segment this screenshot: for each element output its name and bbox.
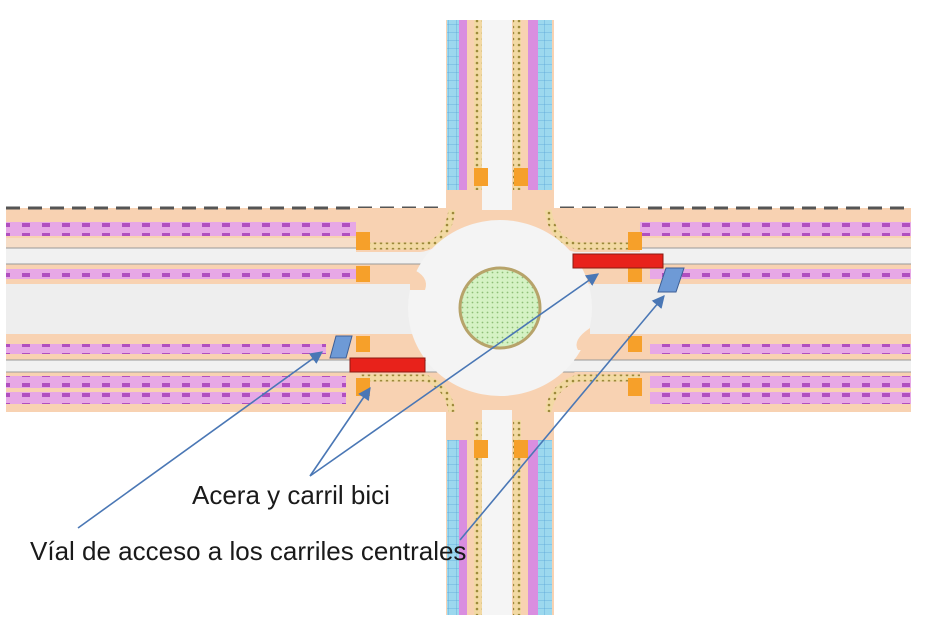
south-median-bike-west <box>6 344 326 354</box>
south-bike-lane-east-2 <box>650 392 911 404</box>
south-bike-lane-west <box>6 376 346 388</box>
red-marker-east <box>572 253 664 269</box>
north-median-bike-east <box>650 269 911 279</box>
north-arm-east-bike <box>528 20 538 190</box>
south-arm-east-bike <box>528 440 538 615</box>
south-bike-lane-west-2 <box>6 392 346 404</box>
south-median-bike-east <box>650 344 911 354</box>
roundabout-island <box>458 266 542 350</box>
north-bike-lane-west <box>6 222 356 236</box>
sidewalk-bike-lane-label: Acera y carril bici <box>192 480 390 510</box>
north-arm-west-side <box>447 20 459 190</box>
access-road-label: Víal de acceso a los carriles centrales <box>30 536 467 566</box>
blue-marker-east <box>657 267 685 293</box>
north-arm-east-tiles <box>513 20 521 190</box>
south-arm-east-side <box>538 440 552 615</box>
north-arm-west-tiles <box>474 20 482 190</box>
roundabout <box>408 220 592 396</box>
arrow-icon <box>309 386 371 477</box>
south-bike-lane-east <box>650 376 911 388</box>
north-arm-east-side <box>538 20 552 190</box>
annotation-arrows <box>77 273 665 541</box>
south-arm-east-tiles <box>513 420 521 615</box>
arrow-icon <box>459 295 665 541</box>
arrow-icon <box>309 273 600 477</box>
blue-marker-west <box>329 335 353 359</box>
north-median-bike-west <box>6 269 356 279</box>
intersection-corners <box>356 208 640 413</box>
red-marker-west <box>349 357 426 373</box>
crossings <box>356 232 642 396</box>
south-arm-west-bike <box>459 440 467 615</box>
south-arm-west-side <box>447 440 459 615</box>
north-bike-lane-east <box>640 222 911 236</box>
north-arm-west-bike <box>459 20 467 190</box>
arrow-icon <box>77 351 324 529</box>
